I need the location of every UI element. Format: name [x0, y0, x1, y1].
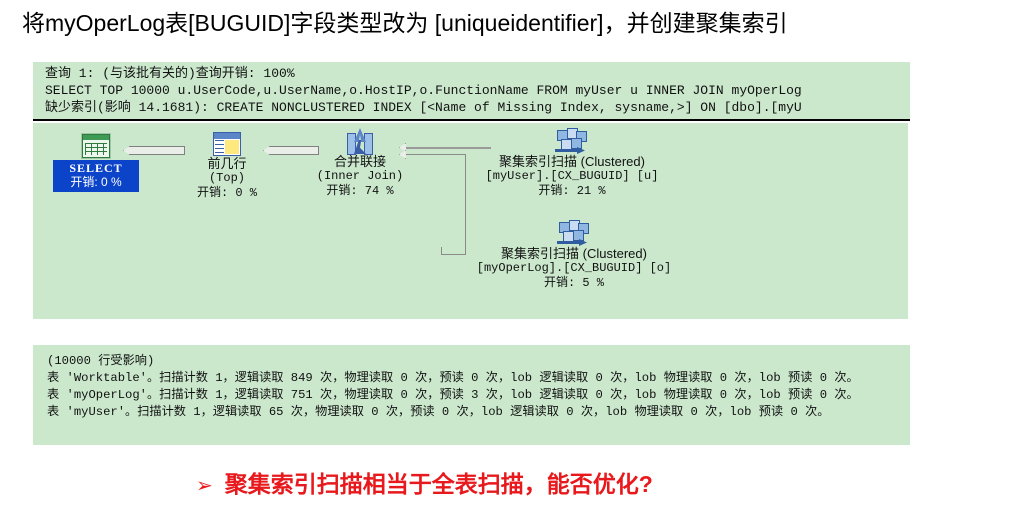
- missing-index-hint: 缺少索引(影响 14.1681): CREATE NONCLUSTERED IN…: [45, 100, 802, 115]
- top-node-label: 前几行: [207, 156, 247, 171]
- query-text-panel: 查询 1: (与该批有关的)查询开销: 100% SELECT TOP 1000…: [33, 62, 910, 121]
- upper-scan-label: 聚集索引扫描 (Clustered): [499, 154, 645, 169]
- top-operator-icon: [172, 128, 282, 156]
- stats-row-myuser: 表 'myUser'。扫描计数 1，逻辑读取 65 次，物理读取 0 次，预读 …: [47, 405, 830, 419]
- connector-upperscan-to-merge: [405, 147, 491, 149]
- plan-node-clustered-scan-lower[interactable]: 聚集索引扫描 (Clustered) [myOperLog].[CX_BUGUI…: [424, 218, 724, 291]
- merge-node-label: 合并联接: [333, 154, 386, 169]
- select-node-cost: 开销: 0 %: [70, 175, 122, 189]
- select-node-highlight[interactable]: SELECT 开销: 0 %: [53, 160, 139, 192]
- top-node-sub: (Top): [208, 171, 245, 185]
- plan-node-clustered-scan-upper[interactable]: 聚集索引扫描 (Clustered) [myUser].[CX_BUGUID] …: [432, 126, 712, 199]
- page-title: 将myOperLog表[BUGUID]字段类型改为 [uniqueidentif…: [22, 10, 788, 36]
- bottom-annotation: ➢ 聚集索引扫描相当于全表扫描，能否优化?: [196, 466, 896, 502]
- merge-join-icon: [290, 126, 430, 155]
- stats-row-worktable: 表 'Worktable'。扫描计数 1，逻辑读取 849 次，物理读取 0 次…: [47, 371, 859, 385]
- rows-affected-text: (10000 行受影响): [47, 354, 155, 368]
- query-cost-header: 查询 1: (与该批有关的)查询开销: 100%: [45, 66, 295, 81]
- plan-node-select[interactable]: SELECT 开销: 0 %: [48, 130, 144, 192]
- merge-node-sub: (Inner Join): [316, 169, 404, 183]
- connector-lowerscan-vertical: [465, 154, 466, 254]
- select-node-label: SELECT: [69, 161, 123, 175]
- upper-scan-object: [myUser].[CX_BUGUID] [u]: [485, 169, 659, 183]
- execution-plan-panel: [33, 123, 908, 319]
- arrow-bullet-icon: ➢: [196, 475, 213, 497]
- lower-scan-label: 聚集索引扫描 (Clustered): [501, 246, 647, 261]
- merge-node-cost: 开销: 74 %: [326, 184, 394, 198]
- bottom-annotation-text: 聚集索引扫描相当于全表扫描，能否优化?: [224, 471, 653, 497]
- plan-node-merge-join[interactable]: 合并联接 (Inner Join) 开销: 74 %: [290, 126, 430, 199]
- lower-scan-cost: 开销: 5 %: [543, 276, 604, 290]
- upper-scan-cost: 开销: 21 %: [538, 184, 606, 198]
- connector-lowerscan-h-bottom: [441, 254, 466, 255]
- top-node-cost: 开销: 0 %: [196, 186, 257, 200]
- statistics-io-panel: (10000 行受影响) 表 'Worktable'。扫描计数 1，逻辑读取 8…: [33, 345, 910, 445]
- result-grid-icon: [48, 130, 144, 158]
- clustered-index-scan-icon: [432, 126, 712, 154]
- plan-node-top[interactable]: 前几行 (Top) 开销: 0 %: [172, 128, 282, 201]
- lower-scan-object: [myOperLog].[CX_BUGUID] [o]: [476, 261, 672, 275]
- clustered-index-scan-icon: [424, 218, 724, 246]
- stats-row-myoperlog: 表 'myOperLog'。扫描计数 1，逻辑读取 751 次，物理读取 0 次…: [47, 388, 859, 402]
- connector-lowerscan-stub: [441, 247, 442, 255]
- connector-lowerscan-h-top: [405, 154, 465, 155]
- query-sql-text: SELECT TOP 10000 u.UserCode,u.UserName,o…: [45, 83, 802, 98]
